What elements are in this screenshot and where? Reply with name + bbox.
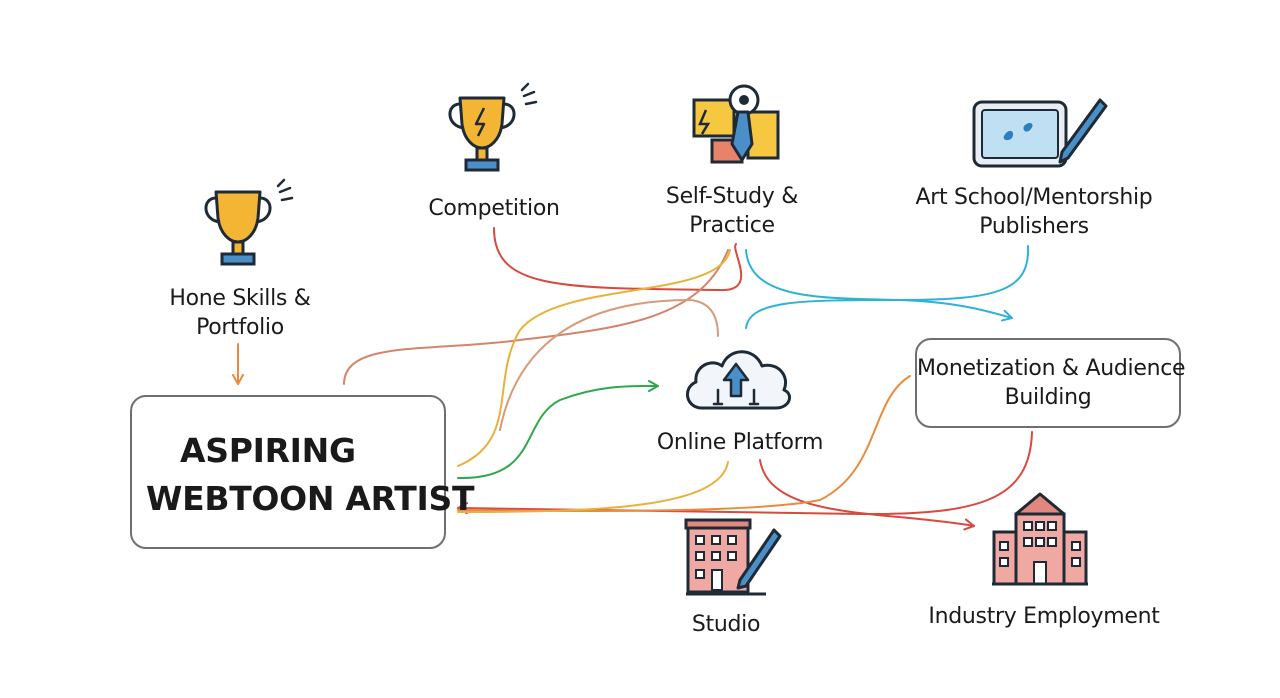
industry-employment-text: Industry Employment <box>928 604 1160 629</box>
sketch-tools-icon <box>692 84 780 164</box>
online-platform-label: Online Platform <box>630 428 850 457</box>
art-school-label: Art School/Mentorship Publishers <box>894 183 1174 241</box>
connector-online-to-industry <box>759 459 975 531</box>
connector-main-to-selfstudy <box>343 249 729 385</box>
studio-label: Studio <box>666 610 786 639</box>
art-school-line2: Publishers <box>979 214 1089 239</box>
aspiring-artist-title: ASPIRING WEBTOON ARTIST <box>132 427 475 523</box>
connector-online-to-main <box>457 461 729 513</box>
monetization-box: Monetization & Audience Building <box>915 338 1186 428</box>
self-study-line2: Practice <box>689 213 775 238</box>
trophy-icon <box>204 178 294 266</box>
connector-monetization-to-main <box>457 431 1033 516</box>
main-title-line1: ASPIRING <box>180 431 356 470</box>
studio-text: Studio <box>691 612 761 637</box>
connector-selfstudy-to-monetization <box>745 249 1013 322</box>
connector-artschool-to-online <box>745 245 1030 329</box>
self-study-label: Self-Study & Practice <box>640 182 824 240</box>
hone-skills-label: Hone Skills & Portfolio <box>148 284 332 342</box>
connector-main-to-online <box>457 379 659 480</box>
studio-building-icon <box>684 518 782 596</box>
art-school-line1: Art School/Mentorship <box>915 185 1153 210</box>
cloud-upload-icon <box>686 350 792 410</box>
monetization-label: Monetization & Audience Building <box>917 354 1186 412</box>
office-building-icon <box>992 492 1088 586</box>
connector-competition <box>493 227 743 292</box>
connector-monetization-to-main-2 <box>457 375 911 512</box>
online-platform-text: Online Platform <box>656 430 824 455</box>
trophy-icon-competition <box>448 82 538 172</box>
connector-selfstudy-to-online <box>499 298 719 431</box>
self-study-line1: Self-Study & <box>665 184 799 209</box>
monetization-line2: Building <box>1004 385 1092 410</box>
main-title-line2: WEBTOON ARTIST <box>146 479 475 518</box>
competition-text: Competition <box>428 196 560 221</box>
connector-selfstudy-to-main <box>457 249 731 467</box>
monetization-line1: Monetization & Audience <box>917 356 1186 381</box>
hone-skills-line1: Hone Skills & <box>169 286 311 311</box>
competition-label: Competition <box>402 194 586 223</box>
drawing-tablet-icon <box>972 98 1108 168</box>
aspiring-artist-box: ASPIRING WEBTOON ARTIST <box>130 395 475 549</box>
industry-employment-label: Industry Employment <box>904 602 1184 631</box>
hone-skills-line2: Portfolio <box>196 315 284 340</box>
